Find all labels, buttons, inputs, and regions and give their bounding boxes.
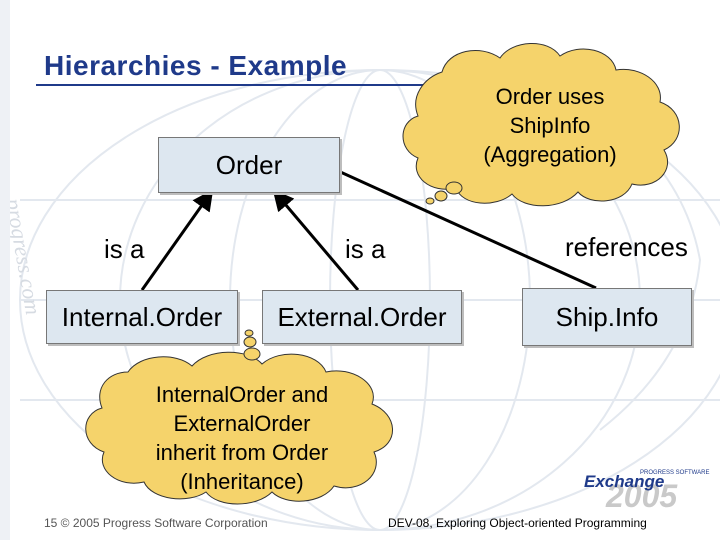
is-a-label-right: is a	[345, 234, 386, 264]
inheritance-note-line-2: ExternalOrder	[173, 411, 311, 436]
references-line	[335, 168, 597, 290]
aggregation-note-line-3: (Aggregation)	[483, 142, 617, 167]
inheritance-note: InternalOrder and ExternalOrder inherit …	[112, 380, 372, 496]
is-a-label-left: is a	[104, 234, 145, 264]
logo-tag: PROGRESS SOFTWARE	[640, 470, 710, 476]
external-order-box: External.Order	[262, 290, 462, 344]
logo-exchange: Exchange	[584, 472, 665, 491]
aggregation-note: Order uses ShipInfo (Aggregation)	[440, 82, 660, 169]
logo-year: 2005	[606, 478, 678, 514]
title-underline	[36, 84, 432, 86]
aggregation-note-line-2: ShipInfo	[509, 113, 591, 138]
aggregation-note-line-1: Order uses	[495, 84, 605, 109]
is-a-arrow-left	[140, 189, 214, 291]
inheritance-note-line-1: InternalOrder and	[155, 382, 329, 407]
aggregation-cloud	[402, 43, 680, 207]
order-label: Order	[215, 149, 283, 180]
internal-order-label: Internal.Order	[61, 301, 223, 332]
footer-session-title: DEV-08, Exploring Object-oriented Progra…	[388, 516, 647, 530]
ship-info-label: Ship.Info	[555, 301, 659, 332]
order-box: Order	[158, 137, 340, 193]
inheritance-note-line-3: inherit from Order	[155, 440, 329, 465]
inheritance-cloud	[85, 329, 393, 505]
inheritance-note-line-4: (Inheritance)	[180, 469, 304, 494]
is-a-arrow-right	[272, 189, 360, 291]
references-label: references	[565, 232, 688, 262]
footer-page-copyright: 15 © 2005 Progress Software Corporation	[44, 516, 268, 530]
internal-order-box: Internal.Order	[46, 290, 238, 344]
ship-info-box: Ship.Info	[522, 288, 692, 346]
slide-title: Hierarchies - Example	[44, 50, 348, 81]
external-order-label: External.Order	[277, 301, 447, 332]
